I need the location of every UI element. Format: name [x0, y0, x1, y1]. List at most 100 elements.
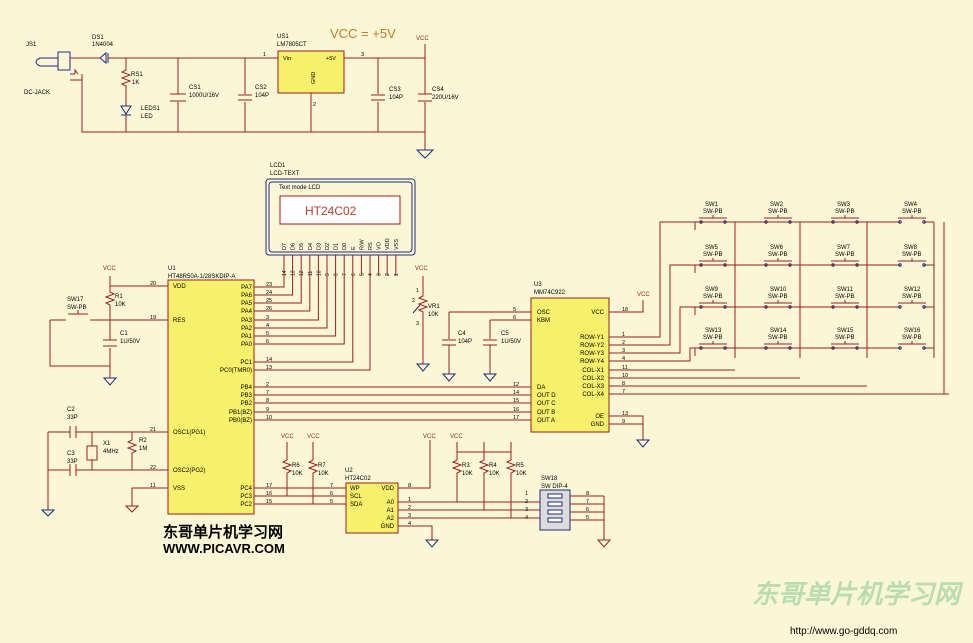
switch-value: SW-PB — [768, 335, 788, 341]
switch-value: SW-PB — [703, 335, 723, 341]
encoder-pin-number: 1 — [622, 332, 625, 338]
eeprom-pin-label: A2 — [387, 516, 395, 522]
encoder-pin-label: KBM — [537, 318, 550, 324]
encoder-pin-number: 3 — [622, 348, 625, 354]
switch-value: SW-PB — [703, 209, 723, 215]
eeprom-pin-number: 3 — [408, 513, 411, 519]
svg-text:+5V: +5V — [326, 56, 336, 62]
encoder-pin-label: OE — [595, 414, 604, 420]
eeprom-pin-label: VDD — [381, 486, 394, 492]
svg-text:R2: R2 — [139, 438, 147, 444]
svg-text:3: 3 — [525, 507, 528, 513]
svg-text:CS1: CS1 — [189, 85, 201, 91]
switch-ref: SW14 — [770, 328, 787, 334]
encoder-pin-number: 17 — [513, 415, 519, 421]
svg-text:US1: US1 — [277, 34, 289, 40]
lcd-pin-label: RS — [368, 242, 374, 250]
svg-text:C1: C1 — [120, 331, 128, 337]
lcd-pin-number: 8 — [334, 273, 340, 276]
switch-value: SW-PB — [835, 335, 855, 341]
switch-ref: SW1 — [705, 202, 719, 208]
mcu-pin-label: VDD — [173, 284, 186, 290]
watermark-url: http://www.go-gddq.com — [790, 626, 897, 637]
mcu-pin-label: PC3 — [240, 494, 252, 500]
vr1-potentiometer: VCC VR1 10K 1 2 3 — [412, 266, 440, 372]
site-title: 东哥单片机学习网 — [163, 523, 283, 541]
eeprom-pin-label: SCL — [350, 494, 362, 500]
oscillator-circuit: C2 33P C3 33P X1 4MHz R2 1M — [40, 407, 148, 517]
site-url: WWW.PICAVR.COM — [163, 541, 285, 556]
svg-text:GND: GND — [311, 72, 317, 84]
switch-ref: SW16 — [904, 328, 921, 334]
switch-ref: SW4 — [904, 202, 918, 208]
svg-text:U1: U1 — [168, 266, 176, 272]
mcu-pin-label: OSC1(PG1) — [173, 430, 205, 436]
svg-text:LEDS1: LEDS1 — [141, 106, 161, 112]
watermark-title: 东哥单片机学习网 — [752, 579, 964, 609]
svg-text:10K: 10K — [428, 312, 439, 318]
switch-value: SW-PB — [902, 252, 922, 258]
svg-text:R5: R5 — [516, 463, 524, 469]
mcu-pin-number: 22 — [150, 465, 156, 471]
svg-text:VCC: VCC — [637, 292, 650, 298]
switch-value: SW-PB — [768, 209, 788, 215]
lcd-pin-number: 3 — [377, 273, 383, 276]
mcu-pin-number: 15 — [266, 499, 272, 505]
switch-ref: SW11 — [837, 287, 854, 293]
lcd-pin-label: D4 — [308, 243, 314, 250]
mcu-pin-number: 5 — [266, 331, 269, 337]
encoder-pin-label: GND — [591, 422, 605, 428]
switch-value: SW-PB — [902, 294, 922, 300]
svg-text:1N4004: 1N4004 — [92, 42, 114, 48]
mcu-pin-number: 26 — [266, 306, 272, 312]
svg-text:1U/50V: 1U/50V — [120, 339, 140, 345]
encoder-pin-label: OUT A — [537, 418, 555, 424]
mcu-u1: U1 HT48R50A-1/28SKDIP-A VDD20RES19OSC1(P… — [109, 266, 531, 515]
svg-text:10K: 10K — [462, 471, 473, 477]
encoder-pin-number: 13 — [622, 411, 628, 417]
svg-text:VCC: VCC — [450, 434, 463, 440]
eeprom-pin-number: 6 — [330, 491, 333, 497]
encoder-pin-label: OUT C — [537, 401, 556, 407]
capacitor-cs3: CS3 104P — [371, 58, 403, 132]
svg-text:JS1: JS1 — [26, 42, 37, 48]
svg-text:1: 1 — [416, 288, 419, 294]
eeprom-pin-number: 1 — [408, 497, 411, 503]
switch-ref: SW3 — [837, 202, 851, 208]
switch-ref: SW9 — [705, 287, 719, 293]
encoder-pin-number: 2 — [622, 340, 625, 346]
lcd-pin-number: 10 — [316, 270, 322, 276]
eeprom-pin-label: GND — [381, 524, 395, 530]
lcd-pins: D714D613D512D411D310D29D18D07E6R/W5RS4VO… — [282, 238, 400, 276]
mcu-pin-number: 14 — [266, 357, 272, 363]
svg-text:DC-JACK: DC-JACK — [24, 90, 50, 96]
mcu-pin-number: 11 — [150, 483, 156, 489]
dc-jack: JS1 DC-JACK — [24, 42, 100, 96]
svg-text:2: 2 — [525, 499, 528, 505]
lcd-pin-number: 9 — [325, 273, 331, 276]
switch-value: SW-PB — [835, 294, 855, 300]
capacitor-cs4: CS4 220U/16V VCC — [415, 36, 459, 159]
svg-text:Text mode LCD: Text mode LCD — [279, 185, 321, 191]
encoder-pin-number: 4 — [622, 356, 625, 362]
svg-text:1000U/16V: 1000U/16V — [189, 93, 219, 99]
encoder-pin-label: ROW-Y2 — [580, 343, 605, 349]
switch-value: SW-PB — [703, 252, 723, 258]
encoder-pin-label: ROW-Y1 — [580, 335, 605, 341]
mcu-pin-number: 13 — [266, 365, 272, 371]
svg-text:33P: 33P — [67, 459, 78, 465]
switch-ref: SW2 — [770, 202, 784, 208]
svg-text:LM7805CT: LM7805CT — [277, 42, 307, 48]
